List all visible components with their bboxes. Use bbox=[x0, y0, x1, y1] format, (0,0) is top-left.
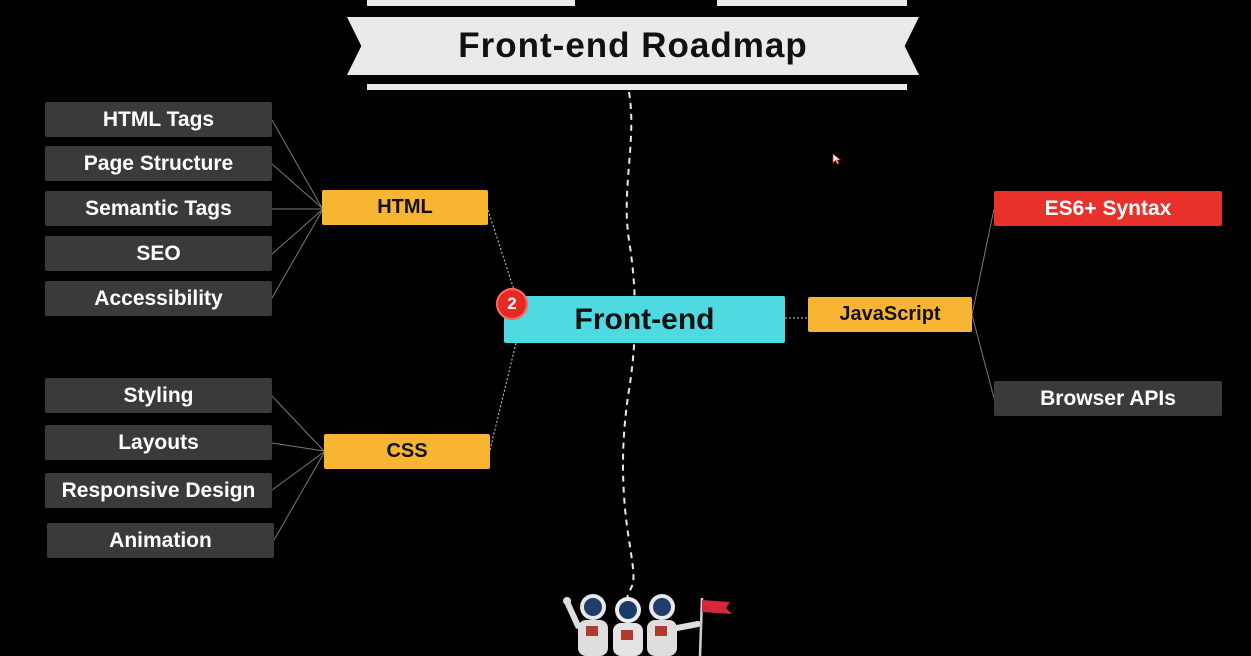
astronauts-illustration bbox=[563, 594, 732, 656]
leaf-semantic-tags[interactable]: Semantic Tags bbox=[45, 191, 272, 226]
leaf-html-tags[interactable]: HTML Tags bbox=[45, 102, 272, 137]
title-banner: Front-end Roadmap bbox=[347, 17, 919, 75]
branch-javascript[interactable]: JavaScript bbox=[808, 297, 972, 332]
leaf-browser-apis[interactable]: Browser APIs bbox=[994, 381, 1222, 416]
center-node-front-end[interactable]: Front-end bbox=[504, 296, 785, 343]
leaf-accessibility[interactable]: Accessibility bbox=[45, 281, 272, 316]
leaf-es6-syntax[interactable]: ES6+ Syntax bbox=[994, 191, 1222, 226]
banner-rule-top-right bbox=[717, 0, 907, 6]
cursor-icon bbox=[832, 153, 842, 165]
banner-rule-top-left bbox=[367, 0, 575, 6]
flag-icon bbox=[698, 597, 732, 656]
banner-rule-bottom bbox=[367, 84, 907, 90]
wavy-path bbox=[622, 91, 636, 599]
branch-html[interactable]: HTML bbox=[322, 190, 488, 225]
leaf-page-structure[interactable]: Page Structure bbox=[45, 146, 272, 181]
branch-css[interactable]: CSS bbox=[324, 434, 490, 469]
leaf-layouts[interactable]: Layouts bbox=[45, 425, 272, 460]
count-badge: 2 bbox=[496, 288, 528, 320]
leaf-responsive-design[interactable]: Responsive Design bbox=[45, 473, 272, 508]
leaf-styling[interactable]: Styling bbox=[45, 378, 272, 413]
leaf-animation[interactable]: Animation bbox=[47, 523, 274, 558]
page-title: Front-end Roadmap bbox=[458, 26, 808, 65]
leaf-seo[interactable]: SEO bbox=[45, 236, 272, 271]
